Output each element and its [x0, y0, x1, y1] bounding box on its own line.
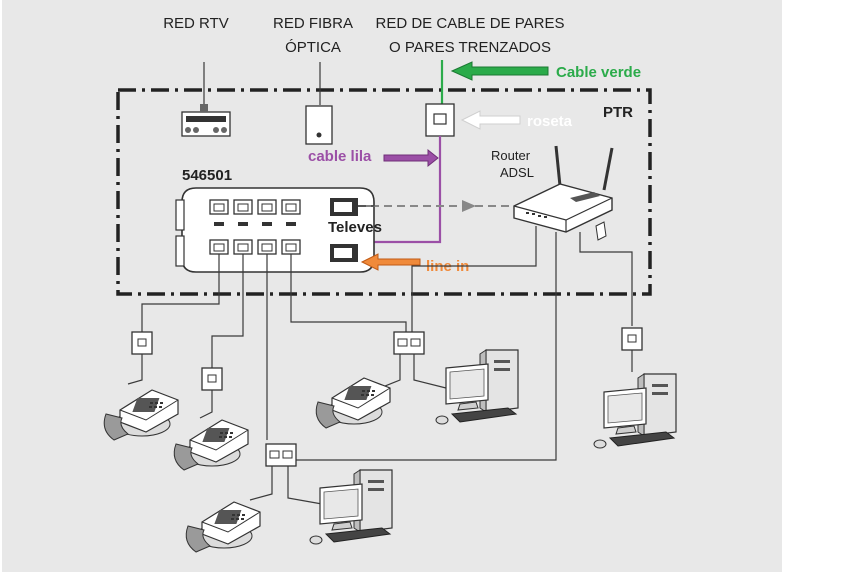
ptr-label: PTR: [603, 104, 633, 121]
svg-text:roseta: roseta: [527, 113, 573, 130]
fiber-terminal: [305, 105, 333, 145]
wall-socket-icon: [393, 331, 425, 355]
router-label-1: Router: [491, 148, 531, 163]
net-pares-label-1: RED DE CABLE DE PARES: [376, 15, 565, 32]
wall-socket-icon: [265, 443, 297, 467]
ptr-boundary: [116, 88, 652, 296]
switch-model-label: 546501: [182, 167, 232, 184]
wall-socket-icon: [201, 367, 223, 391]
cable-lila-arrow: cable lila: [308, 148, 439, 168]
cable-verde-arrow: Cable verde: [450, 61, 641, 81]
net-fibra-label-2: ÓPTICA: [285, 39, 341, 56]
wall-socket-icon: [131, 331, 153, 355]
svg-text:Cable verde: Cable verde: [556, 64, 641, 81]
router-label-2: ADSL: [500, 165, 534, 180]
rtv-distributor: [181, 104, 231, 137]
cable-lila-line: [372, 136, 442, 244]
svg-text:cable lila: cable lila: [308, 148, 372, 165]
router-adsl: [513, 145, 614, 241]
switch-546501: Televes: [175, 187, 382, 273]
net-rtv-label: RED RTV: [163, 15, 229, 32]
roseta-arrow: roseta: [460, 110, 573, 130]
roseta-socket: [425, 103, 455, 137]
switch-brand: Televes: [328, 219, 382, 236]
net-fibra-label-1: RED FIBRA: [273, 15, 353, 32]
net-pares-label-2: O PARES TRENZADOS: [389, 39, 551, 56]
wall-socket-icon: [621, 327, 643, 351]
